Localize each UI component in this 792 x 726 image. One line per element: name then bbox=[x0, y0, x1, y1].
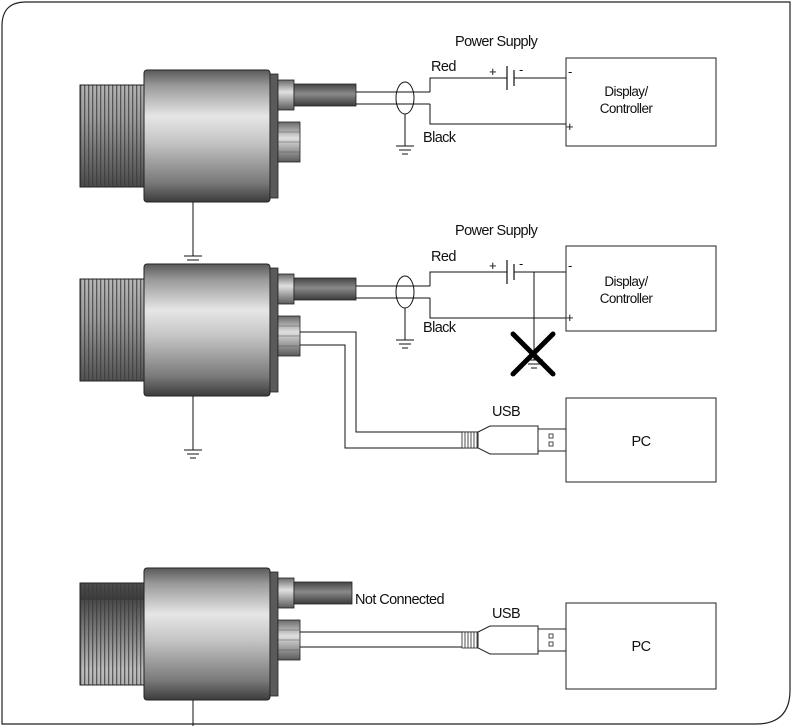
ground-symbol bbox=[192, 700, 194, 726]
pc-box bbox=[565, 602, 717, 690]
usb-label: USB bbox=[492, 606, 520, 622]
ground-symbol bbox=[396, 145, 414, 155]
section-analog-and-usb: Power Supply Red Black + - - + Display/ … bbox=[300, 223, 717, 483]
usb-cable bbox=[300, 331, 480, 433]
sensor-body bbox=[143, 69, 271, 203]
display-controller-box bbox=[565, 57, 717, 147]
sensor-thread bbox=[79, 582, 145, 686]
display-label-line2: Controller bbox=[600, 101, 654, 116]
pc-label: PC bbox=[632, 434, 651, 450]
black-wire-label: Black bbox=[423, 130, 457, 146]
not-connected-label: Not Connected bbox=[355, 592, 444, 608]
ground-symbol bbox=[184, 396, 202, 459]
section-usb-only: Not Connected USB PC bbox=[300, 592, 717, 690]
red-wire-label: Red bbox=[431, 59, 456, 75]
display-label-line1: Display/ bbox=[604, 274, 648, 289]
display-positive-label: + bbox=[566, 119, 574, 134]
ground-symbol bbox=[396, 339, 414, 349]
power-supply-label: Power Supply bbox=[455, 223, 539, 239]
display-positive-label: + bbox=[566, 310, 574, 325]
display-negative-label: - bbox=[568, 258, 572, 273]
cable-gland bbox=[277, 577, 295, 609]
display-label-line1: Display/ bbox=[604, 84, 648, 99]
usb-plug-icon bbox=[461, 625, 569, 655]
section-analog: Power Supply Red Black + - - + Display/ … bbox=[356, 34, 717, 155]
sensor-thread bbox=[79, 278, 145, 382]
supply-negative-label: - bbox=[519, 256, 523, 271]
black-wire-label: Black bbox=[423, 320, 457, 336]
display-label-line2: Controller bbox=[600, 291, 654, 306]
red-wire-label: Red bbox=[431, 249, 456, 265]
pc-label: PC bbox=[632, 639, 651, 655]
power-supply-label: Power Supply bbox=[455, 34, 539, 50]
supply-negative-label: - bbox=[519, 62, 523, 77]
pc-box bbox=[565, 397, 717, 483]
ir-sensor bbox=[79, 263, 357, 459]
sensor-cable bbox=[293, 277, 357, 301]
sensor-cable bbox=[293, 581, 353, 605]
ir-sensor bbox=[79, 567, 353, 726]
cable-gland bbox=[277, 79, 295, 111]
ir-sensor bbox=[79, 69, 357, 265]
display-negative-label: - bbox=[568, 64, 572, 79]
sensor-body bbox=[143, 567, 271, 701]
supply-positive-label: + bbox=[489, 258, 497, 273]
not-allowed-cross-icon bbox=[510, 331, 556, 377]
display-controller-box bbox=[565, 245, 717, 332]
sensor-thread bbox=[79, 84, 145, 188]
cable-gland bbox=[277, 273, 295, 305]
usb-label: USB bbox=[492, 404, 520, 420]
sensor-cable bbox=[293, 83, 357, 107]
supply-positive-label: + bbox=[489, 64, 497, 79]
sensor-body bbox=[143, 263, 271, 397]
